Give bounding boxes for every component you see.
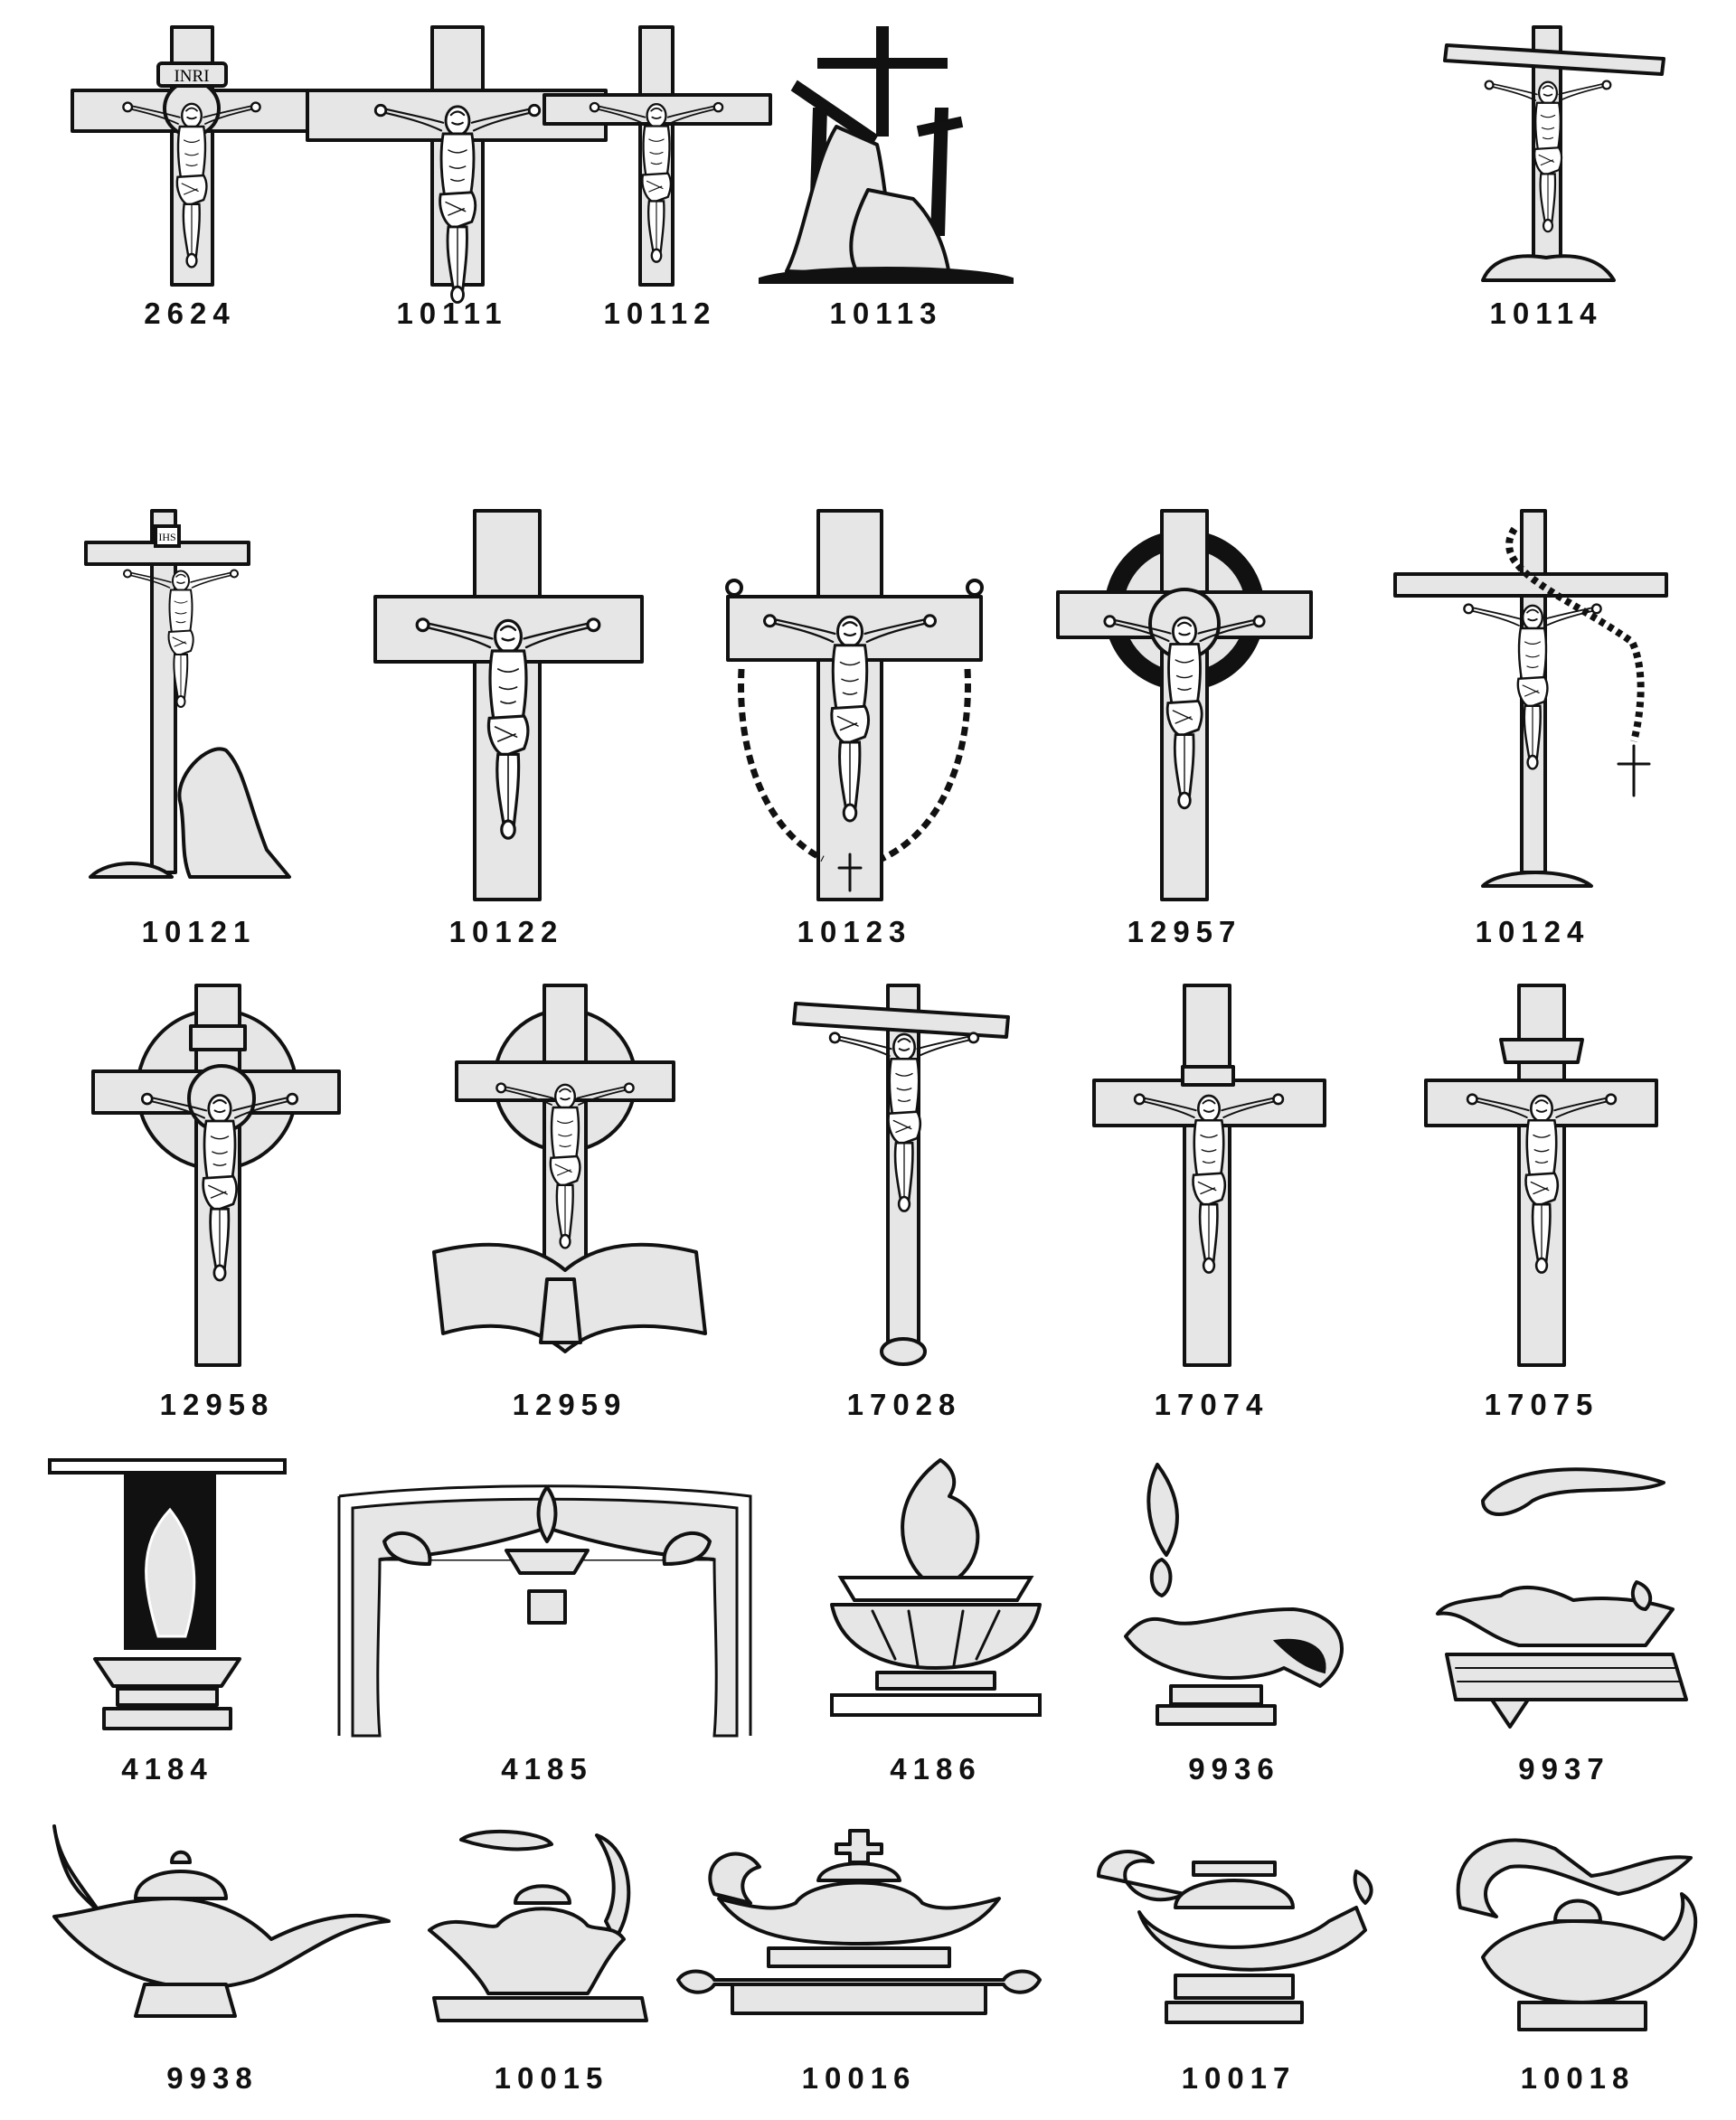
item-code-label: 9938 xyxy=(166,2061,259,2095)
item-code-label: 12959 xyxy=(512,1388,627,1421)
crucifix-icon xyxy=(373,509,644,901)
oil-lamp-icon xyxy=(1097,1850,1373,2024)
swirl-lamp-item[interactable]: 10018 xyxy=(1447,1822,1709,2111)
item-code-label: 10124 xyxy=(1475,915,1590,948)
oil-lamp-on-book-item[interactable]: 9937 xyxy=(1429,1456,1700,1799)
crucifix-bible-hands-item[interactable]: 12959 xyxy=(425,981,714,1433)
genie-lamp-icon xyxy=(52,1824,391,2018)
crucifix-halo-item[interactable]: 12958 xyxy=(86,981,348,1433)
crucifix-sunburst-item[interactable]: 12957 xyxy=(1049,506,1320,958)
item-code-label: 10111 xyxy=(396,297,508,330)
flame-arch-frame-icon xyxy=(337,1484,752,1738)
item-code-label: 10123 xyxy=(797,915,912,948)
calvary-scene-item[interactable]: 10113 xyxy=(750,26,1022,330)
item-code-label: 9937 xyxy=(1518,1752,1610,1786)
oil-lamp-icon xyxy=(1124,1463,1344,1726)
crucifix-icon: INRI xyxy=(71,25,314,287)
flame-urn-icon xyxy=(830,1458,1042,1717)
wooden-crucifix-item[interactable]: 17028 xyxy=(787,981,1022,1433)
item-code-label: 10112 xyxy=(603,297,717,330)
crucifix-rosary-chain-item[interactable]: 10123 xyxy=(714,506,995,958)
item-code-label: 10113 xyxy=(829,297,943,330)
teapot-lamp-item[interactable]: 10017 xyxy=(1085,1822,1392,2111)
item-code-label: 17028 xyxy=(846,1388,962,1421)
item-code-label: 10122 xyxy=(448,915,564,948)
eternal-flame-icon xyxy=(48,1458,287,1730)
oil-lamp-plinth-icon xyxy=(428,1830,648,2022)
item-code-label: 10018 xyxy=(1520,2061,1636,2095)
crucifix-inri-scroll-item[interactable]: INRI 2624 xyxy=(54,25,326,330)
oil-lamp-book-icon xyxy=(1436,1467,1688,1729)
crucifix-rosary-icon xyxy=(1393,509,1668,888)
lamp-on-plinth-item[interactable]: 10015 xyxy=(416,1822,687,2111)
item-code-label: 10121 xyxy=(141,915,257,948)
ornate-lamp-item[interactable]: 10016 xyxy=(669,1822,1049,2111)
swirl-oil-lamp-icon xyxy=(1456,1838,1698,2031)
catalog-row-2: IHS 10121 10122 10123 xyxy=(0,506,1736,967)
item-code-label: 2624 xyxy=(144,297,236,330)
inri-scroll-text: INRI xyxy=(174,67,209,86)
wooden-crucifix-icon xyxy=(792,984,1010,1366)
item-code-label: 17075 xyxy=(1484,1388,1599,1421)
catalog-row-5: 9938 10015 10016 xyxy=(0,1822,1736,2111)
item-code-label: 10017 xyxy=(1181,2061,1297,2095)
catalog-row-3: 12958 12959 17028 17074 xyxy=(0,981,1736,1442)
crucifix-bible-icon xyxy=(432,984,707,1353)
crucifix-hanging-rosary-item[interactable]: 10124 xyxy=(1388,506,1677,958)
item-code-label: 4184 xyxy=(121,1752,213,1786)
rustic-crucifix-item[interactable]: 10114 xyxy=(1410,25,1682,330)
item-code-label: 9936 xyxy=(1188,1752,1280,1786)
item-code-label: 12957 xyxy=(1127,915,1242,948)
crucifix-halo-icon xyxy=(1056,509,1313,901)
catalog-row-1: INRI 2624 10111 10112 xyxy=(0,25,1736,330)
crucifix-mourner-icon: IHS xyxy=(84,509,291,879)
item-code-label: 12958 xyxy=(159,1388,275,1421)
arch-frame-flame-item[interactable]: 4185 xyxy=(326,1456,769,1799)
oil-lamp-flame-item[interactable]: 9936 xyxy=(1112,1456,1356,1799)
rustic-crucifix-icon xyxy=(1443,25,1665,282)
crucifix-kneeling-figure-item[interactable]: IHS 10121 xyxy=(72,506,326,958)
crucifix-halo-icon xyxy=(91,984,341,1367)
crucifix-icon xyxy=(542,25,772,287)
item-code-label: 17074 xyxy=(1154,1388,1269,1421)
genie-lamp-item[interactable]: 9938 xyxy=(27,1822,398,2111)
crucifix-rosary-icon xyxy=(725,509,984,901)
crucifix-icon xyxy=(1092,984,1326,1367)
ihs-sign-text: IHS xyxy=(158,531,175,543)
item-code-label: 10114 xyxy=(1489,297,1603,330)
crucifix-slim-item[interactable]: 10112 xyxy=(524,25,796,330)
eternal-flame-column-item[interactable]: 4184 xyxy=(45,1456,289,1799)
crucifix-inri-banner-item[interactable]: 17075 xyxy=(1415,981,1668,1433)
flame-urn-item[interactable]: 4186 xyxy=(814,1456,1058,1799)
item-code-label: 10015 xyxy=(494,2061,609,2095)
crucifix-classic-item[interactable]: 10122 xyxy=(362,506,651,958)
ornate-oil-lamp-icon xyxy=(676,1829,1042,2015)
item-code-label: 10016 xyxy=(801,2061,917,2095)
crucifix-icon xyxy=(1424,984,1658,1367)
item-code-label: 4186 xyxy=(890,1752,982,1786)
calvary-scene-icon xyxy=(759,26,1014,284)
catalog-row-4: 4184 4185 4186 xyxy=(0,1456,1736,1799)
crucifix-inri-plaque-item[interactable]: 17074 xyxy=(1085,981,1338,1433)
item-code-label: 4185 xyxy=(501,1752,593,1786)
